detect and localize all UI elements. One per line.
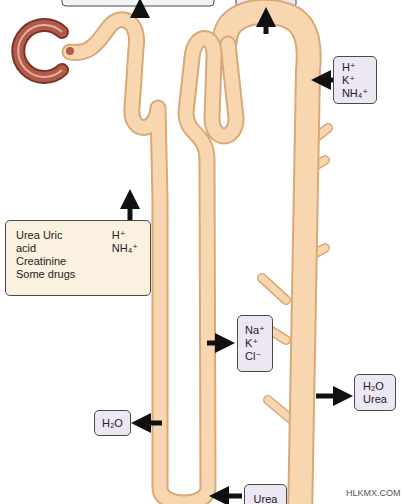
substance-list: H₂O [102, 417, 123, 430]
substance-list: Urea [254, 493, 278, 504]
substance-box: H₂O [94, 410, 131, 436]
substance-box: Urea Uric acid Creatinine Some drugs H⁺ N… [5, 220, 151, 296]
substance-box: H⁺ K⁺ NH₄⁺ [333, 56, 377, 104]
substance-box: Urea [244, 484, 287, 504]
transport-arrows [130, 7, 344, 496]
watermark: HLKMX.COM [346, 488, 401, 498]
cut-box [62, 0, 214, 6]
substance-list: Urea Uric acid Creatinine Some drugs [16, 229, 76, 281]
substance-list: H₂O Urea [363, 380, 387, 406]
substance-list: H⁺ K⁺ NH₄⁺ [342, 61, 368, 100]
substance-box: H₂O Urea [354, 374, 396, 411]
substance-list: H⁺ NH₄⁺ [112, 229, 138, 255]
glomerular-capsule [18, 25, 74, 77]
substance-box: Na⁺ K⁺ Cl⁻ [237, 315, 273, 372]
substance-list: Na⁺ K⁺ Cl⁻ [245, 324, 265, 363]
